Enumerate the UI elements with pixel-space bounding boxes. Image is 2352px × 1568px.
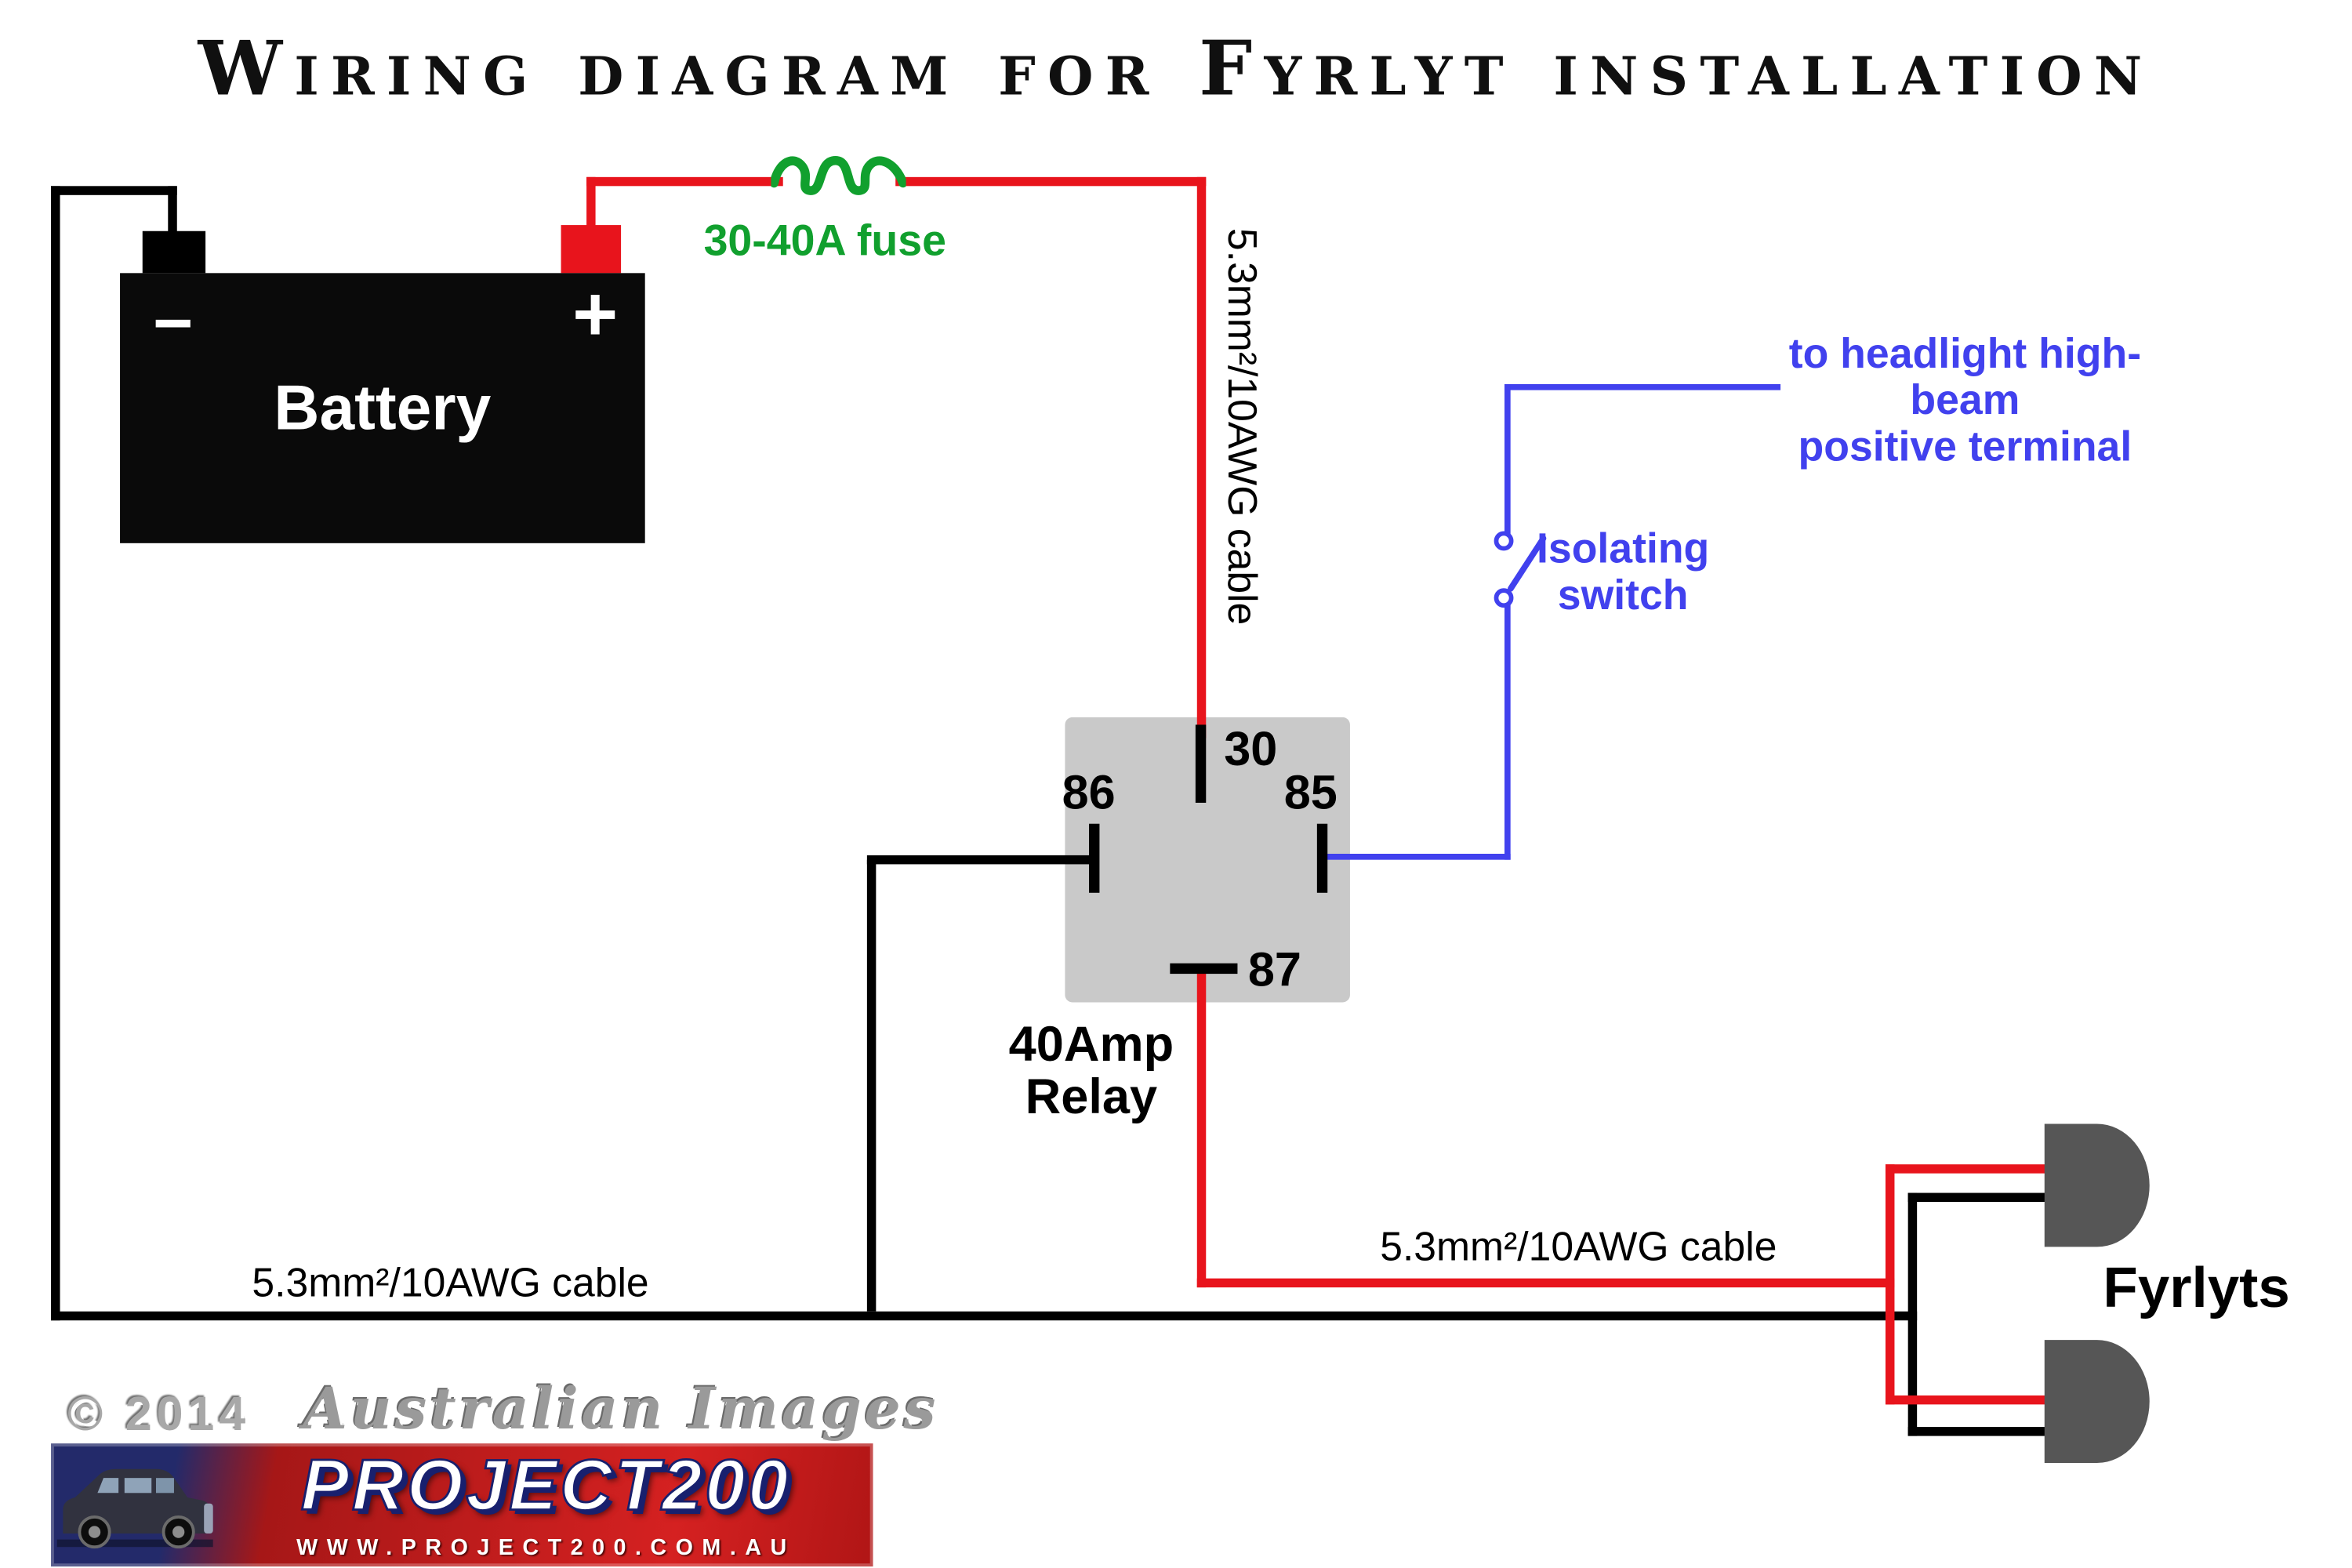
wire-ground-relay86-feed bbox=[866, 855, 1098, 865]
headlight-note-line1: to headlight high-beam bbox=[1788, 330, 2142, 423]
relay-terminal-85 bbox=[1316, 823, 1328, 893]
fyrlyt-lamp-bottom bbox=[2044, 1340, 2150, 1464]
wire-positive-run-to-lamps bbox=[1196, 1278, 1895, 1288]
wire-positive-battery-drop bbox=[586, 176, 596, 231]
fuse-label: 30-40A fuse bbox=[703, 217, 947, 266]
isolating-switch-label: Isolating switch bbox=[1533, 525, 1713, 619]
battery-positive-terminal bbox=[561, 225, 622, 274]
relay-terminal-85-label: 85 bbox=[1283, 765, 1338, 819]
wire-positive-lamp-bracket bbox=[1885, 1164, 1895, 1405]
project200-logo: PROJECT200 WWW.PROJECT200.COM.AU bbox=[51, 1443, 873, 1567]
relay-terminal-86 bbox=[1089, 823, 1100, 893]
wire-signal-drop-to-switch bbox=[1504, 383, 1511, 538]
relay-terminal-30-label: 30 bbox=[1224, 721, 1278, 776]
isolating-switch-contact-top bbox=[1494, 531, 1514, 551]
wire-positive-lamp-top-stub bbox=[1885, 1164, 2048, 1174]
relay-caption: 40Amp Relay bbox=[975, 1018, 1208, 1123]
logo-text: PROJECT200 bbox=[299, 1446, 792, 1527]
diagram-title: Wiring diagram for Fyrlyt installation bbox=[198, 24, 2154, 113]
relay-terminal-86-label: 86 bbox=[1062, 765, 1116, 819]
wire-positive-fuse-to-corner bbox=[895, 176, 1207, 187]
wire-ground-left-rail bbox=[51, 186, 60, 1321]
wire-ground-neg-drop bbox=[168, 186, 177, 238]
relay-caption-line2: Relay bbox=[1025, 1068, 1158, 1124]
isolating-switch-contact-bottom bbox=[1494, 588, 1514, 608]
wire-ground-bottom-rail bbox=[51, 1311, 1918, 1321]
wire-ground-lamp-bracket bbox=[1907, 1192, 1918, 1436]
fyrlyt-lamp-top bbox=[2044, 1123, 2150, 1247]
battery-negative-sign: − bbox=[153, 283, 194, 362]
battery-positive-sign: + bbox=[572, 271, 619, 359]
headlight-note-line2: positive terminal bbox=[1798, 423, 2132, 470]
car-icon bbox=[56, 1468, 213, 1549]
copyright-text: © 2014 bbox=[67, 1386, 250, 1441]
cable-label-lamp-feed: 5.3mm²/10AWG cable bbox=[1380, 1224, 1777, 1270]
cable-label-ground: 5.3mm²/10AWG cable bbox=[252, 1260, 649, 1306]
headlight-note: to headlight high-beam positive terminal bbox=[1748, 330, 2183, 470]
wire-positive-drop-to-30 bbox=[1196, 176, 1207, 739]
isolating-switch-label-line2: switch bbox=[1557, 572, 1689, 619]
cable-label-battery-feed: 5.3mm²/10AWG cable bbox=[1219, 227, 1265, 626]
wire-positive-to-fuse bbox=[586, 176, 783, 187]
logo-url: WWW.PROJECT200.COM.AU bbox=[296, 1534, 796, 1561]
isolating-switch-label-line1: Isolating bbox=[1537, 524, 1710, 572]
wire-ground-top-run bbox=[51, 186, 177, 195]
battery-negative-terminal bbox=[142, 230, 206, 274]
studio-watermark: Australian Images bbox=[303, 1374, 939, 1443]
relay-terminal-87 bbox=[1170, 963, 1238, 975]
relay-terminal-30 bbox=[1195, 724, 1207, 803]
wire-signal-top-run bbox=[1504, 383, 1781, 390]
fuse-icon bbox=[771, 156, 906, 195]
relay-body bbox=[1065, 717, 1350, 1003]
battery: − + Battery bbox=[120, 273, 645, 543]
relay-terminal-87-label: 87 bbox=[1247, 942, 1301, 996]
wire-ground-relay86-riser bbox=[866, 859, 877, 1312]
fyrlyts-label: Fyrlyts bbox=[2103, 1257, 2290, 1321]
battery-label: Battery bbox=[274, 372, 492, 443]
wire-signal-switch-to-relay bbox=[1504, 603, 1511, 860]
wire-ground-lamp-bottom-stub bbox=[1907, 1427, 2048, 1436]
wire-signal-run-to-85 bbox=[1326, 853, 1511, 860]
wire-ground-lamp-top-stub bbox=[1907, 1192, 2048, 1203]
relay-caption-line1: 40Amp bbox=[1008, 1015, 1174, 1072]
wire-positive-from-87 bbox=[1196, 969, 1207, 1288]
wire-positive-lamp-bottom-stub bbox=[1885, 1395, 2048, 1405]
